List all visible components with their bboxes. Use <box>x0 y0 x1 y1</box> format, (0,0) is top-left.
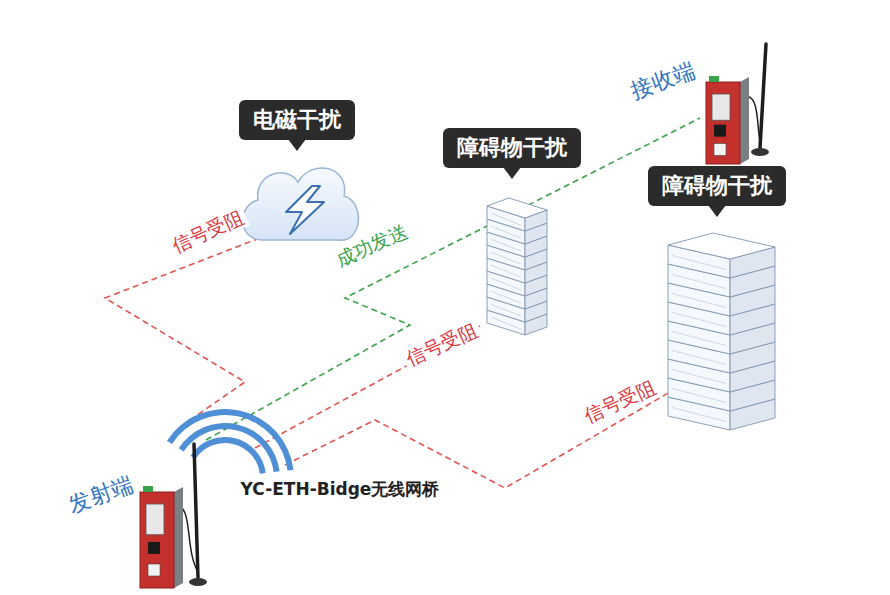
slab-detail <box>672 388 726 402</box>
qr-code <box>148 564 160 576</box>
server-slab <box>668 233 775 278</box>
wifi-arc <box>191 437 266 474</box>
server-stack <box>668 233 775 430</box>
device-body <box>706 82 740 164</box>
bridge-device: 接收端 <box>700 38 778 168</box>
ethernet-port <box>714 125 726 137</box>
signal-blocked-label: 信号受阻 <box>166 205 250 258</box>
device-side <box>740 77 749 164</box>
obstacle-servers <box>487 198 775 430</box>
slab-detail <box>672 274 726 288</box>
product-name: YC-ETH-Bidge无线网桥 <box>238 480 443 500</box>
slab-detail <box>672 407 726 421</box>
slab-detail <box>672 255 726 269</box>
power-connector <box>143 486 153 492</box>
callout-text: 障碍物干扰 <box>662 173 772 199</box>
slab-detail <box>672 312 726 326</box>
antenna-base <box>189 578 207 586</box>
device-side <box>174 487 183 588</box>
device-drawing <box>140 444 207 588</box>
callout-bubble: 障碍物干扰 <box>648 166 786 206</box>
device-label: 接收端 <box>627 56 699 107</box>
slab-top <box>668 233 775 259</box>
signal-blocked-label: 信号受阻 <box>400 318 484 371</box>
slab-detail <box>672 350 726 364</box>
interference-cloud <box>243 168 359 240</box>
antenna-rod <box>760 44 766 148</box>
device-drawing <box>706 44 769 164</box>
callout-text: 电磁干扰 <box>253 107 341 133</box>
callout-tail <box>708 205 726 217</box>
slab-detail <box>672 293 726 307</box>
blocked-signal-line <box>105 234 270 420</box>
signal-connector <box>206 118 700 440</box>
slab-detail <box>672 331 726 345</box>
cloud-shape <box>243 168 359 240</box>
device-label-plate <box>146 504 164 535</box>
signal-lines <box>105 234 670 488</box>
device-body <box>140 492 174 588</box>
antenna-rod <box>194 444 198 578</box>
qr-code <box>714 144 726 156</box>
slab-detail <box>672 369 726 383</box>
bridge-device: 发射端 <box>136 440 216 592</box>
wifi-symbol <box>167 409 294 474</box>
server-slab <box>487 198 547 231</box>
lightning-symbol <box>286 186 324 234</box>
slab-top <box>487 198 547 218</box>
device-svg <box>700 38 778 168</box>
ethernet-port <box>148 542 160 554</box>
callout-tail <box>288 139 306 151</box>
antenna-base <box>751 148 769 156</box>
callout-text: 障碍物干扰 <box>457 135 567 161</box>
power-connector <box>709 76 719 82</box>
device-svg <box>136 440 216 592</box>
callout-bubble: 障碍物干扰 <box>443 128 581 168</box>
server-stack <box>487 198 547 335</box>
device-label-plate <box>712 94 730 120</box>
wifi-arc <box>167 409 294 470</box>
device-label: 发射端 <box>65 470 137 521</box>
callout-tail <box>503 167 521 179</box>
callout-bubble: 电磁干扰 <box>239 100 355 140</box>
